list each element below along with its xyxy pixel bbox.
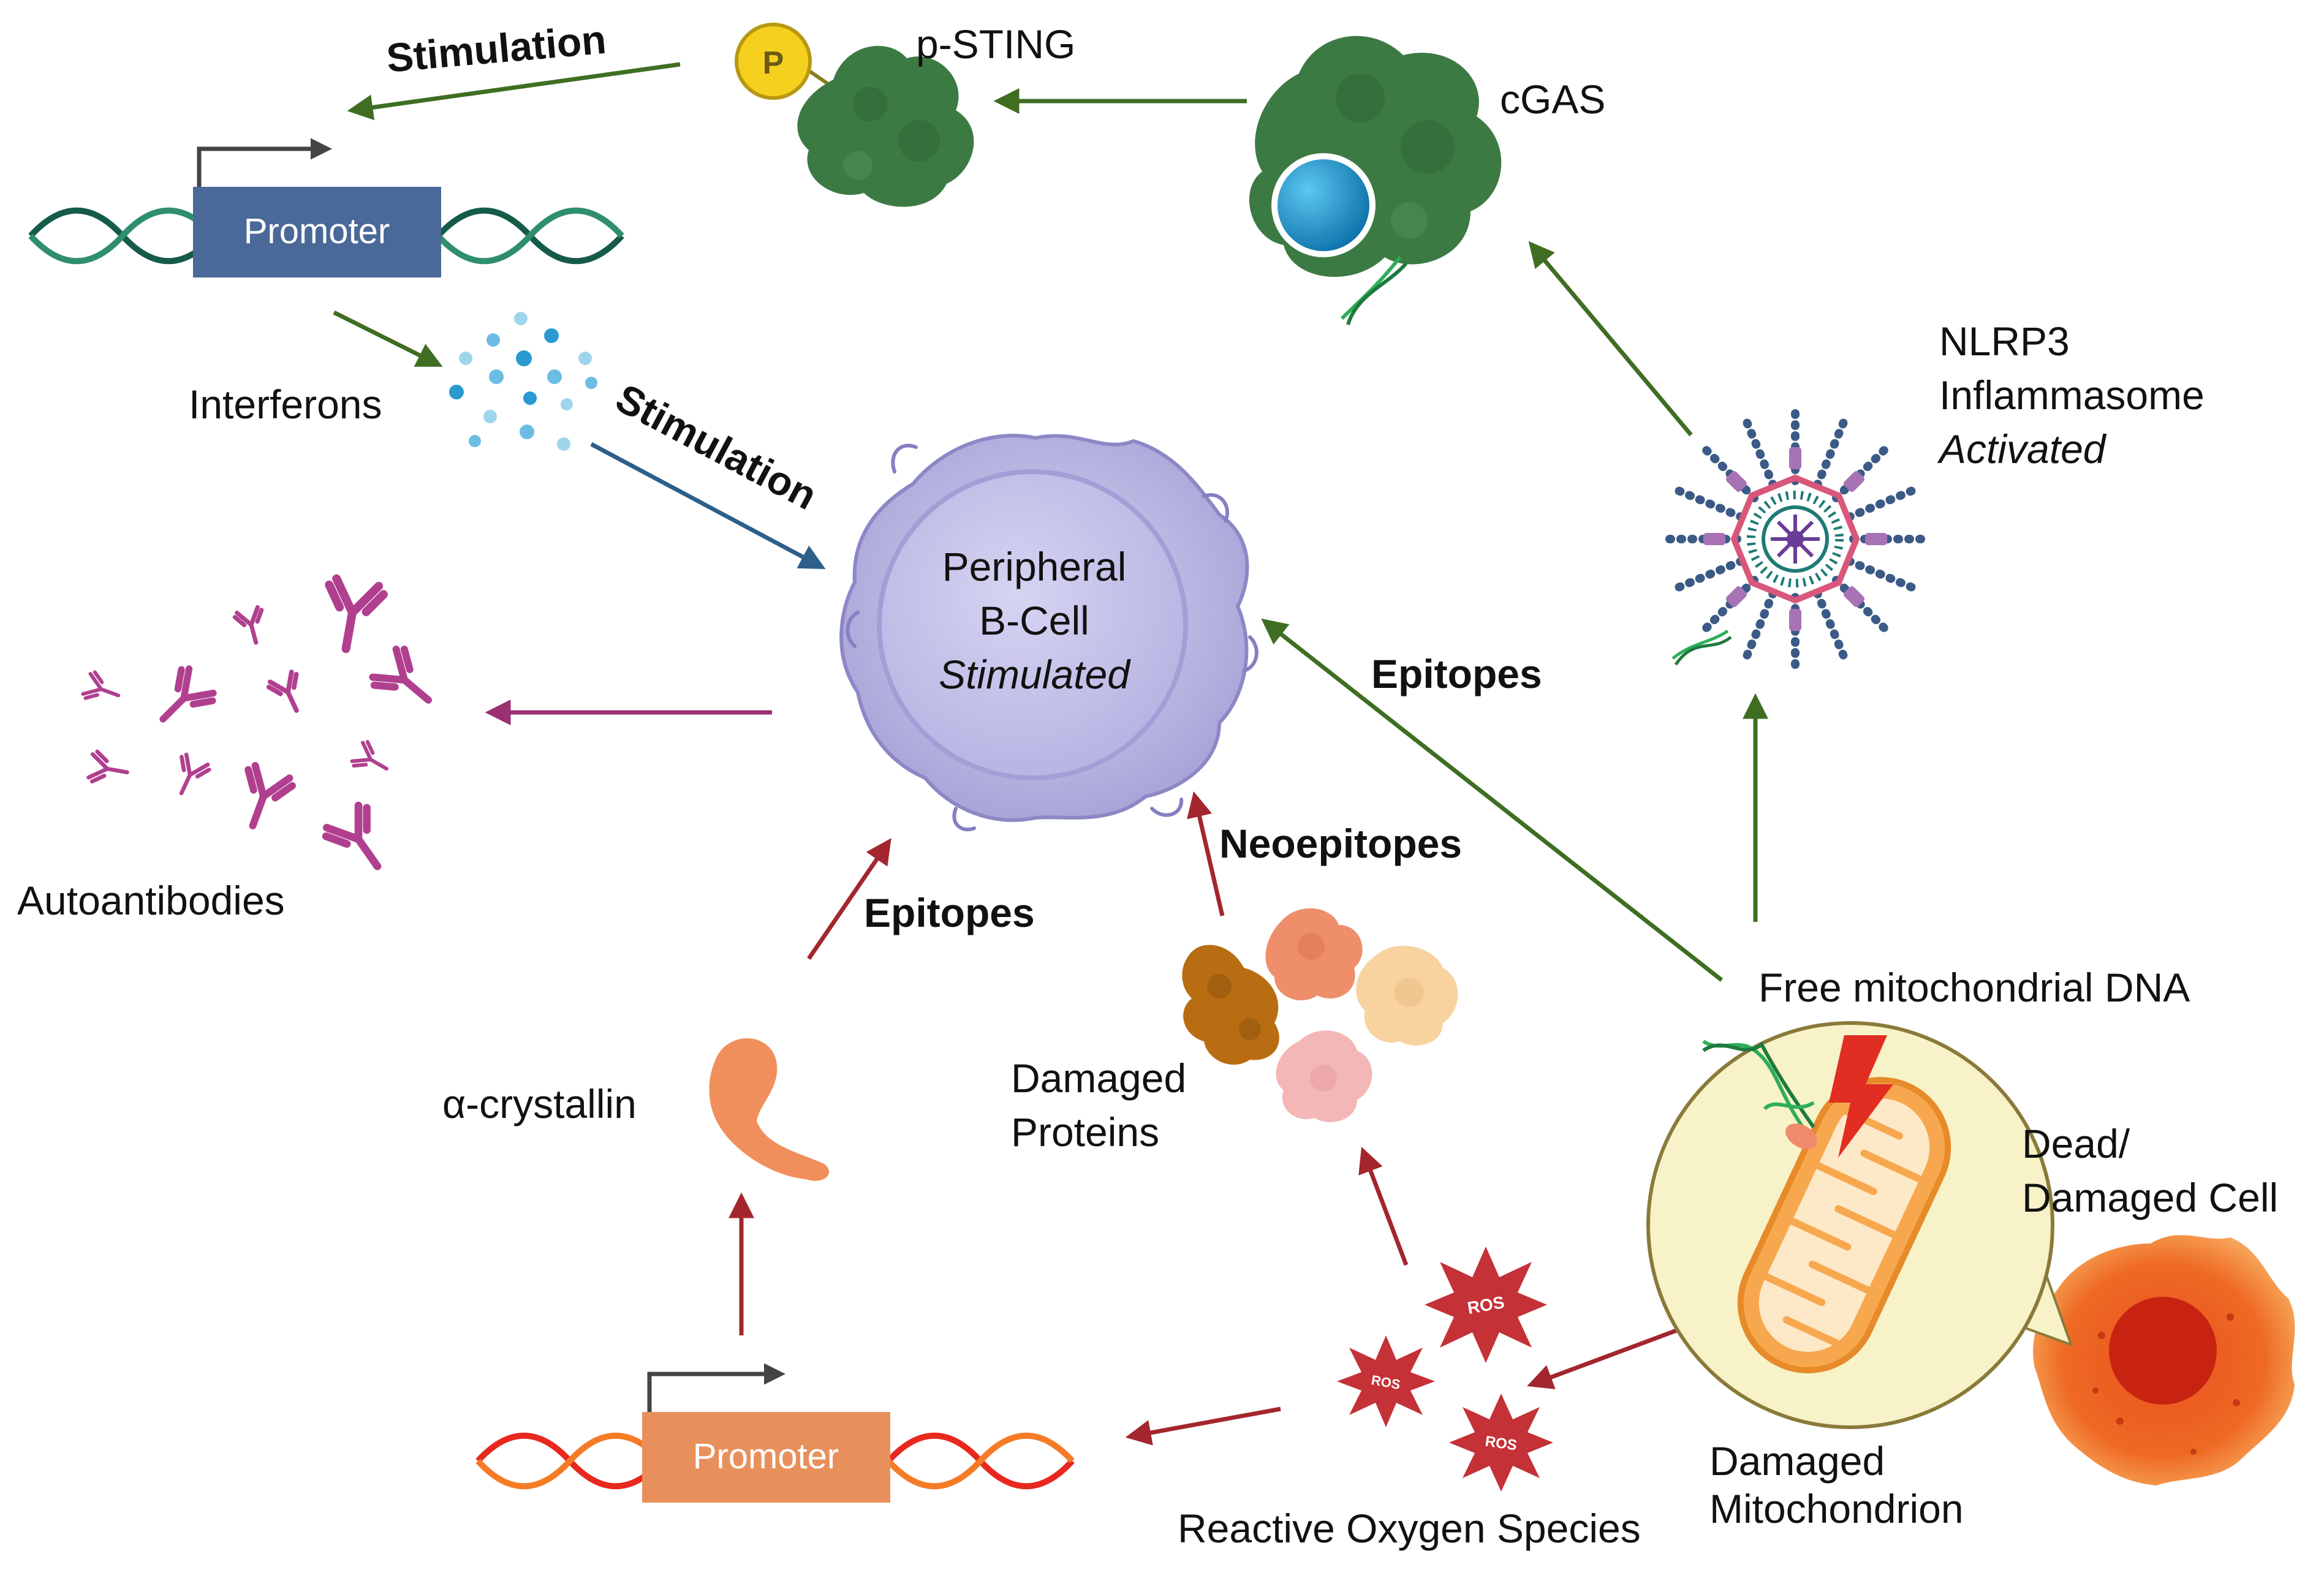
- damaged-mito-label-line1: Damaged: [1709, 1438, 1885, 1484]
- phosphate-icon: [735, 23, 812, 100]
- mitochondrion-zoom: [1646, 1021, 2054, 1429]
- lightning-bolt-icon: [1829, 1035, 1893, 1158]
- nlrp3-label-line2: Inflammasome: [1939, 372, 2205, 418]
- arrow-promoter-to-interferons: [333, 310, 443, 367]
- epitopes-label-right: Epitopes: [1371, 651, 1542, 696]
- damaged-proteins-label-line1: Damaged: [1011, 1055, 1186, 1101]
- p-sting-label: p-STING: [916, 21, 1075, 67]
- interferon-dots: [449, 312, 597, 451]
- dead-cell: [2033, 1235, 2295, 1485]
- promoter-box-top: [193, 187, 441, 277]
- epitopes-label-left: Epitopes: [864, 890, 1035, 935]
- damaged-proteins-label-line2: Proteins: [1011, 1109, 1159, 1155]
- cgas-label: cGAS: [1500, 77, 1605, 122]
- autoantibodies-cluster: [81, 574, 433, 870]
- transcription-start-arrow-bottom: [647, 1363, 785, 1412]
- bcell-label-line1: Peripheral: [942, 544, 1127, 589]
- reactive-oxygen-species-label: Reactive Oxygen Species: [1178, 1506, 1641, 1551]
- dna-helix-bottom: [475, 1432, 1075, 1490]
- stimulation-label-mid: Stimulation: [608, 375, 824, 518]
- arrow-ros-to-promoter: [1125, 1406, 1281, 1446]
- promoter-label-top: Promoter: [244, 211, 390, 251]
- ros-burst-2: ROS: [1337, 1335, 1435, 1427]
- ros-cluster: ROS ROS ROS: [1337, 1247, 1553, 1492]
- arrow-interferons-to-bcell: [590, 442, 826, 569]
- arrow-ros-to-proteins: [1358, 1147, 1409, 1266]
- alpha-crystallin-protein: [709, 1038, 830, 1181]
- arrow-mtdna-to-bcell: [1261, 618, 1724, 982]
- arrow-nlrp3-to-cgas: [1528, 241, 1693, 437]
- transcription-start-arrow-top: [197, 138, 332, 187]
- interferons-label: Interferons: [189, 382, 382, 427]
- bottom-dna-promoter: Promoter: [475, 1363, 1075, 1503]
- p-sting-protein: P: [735, 23, 974, 207]
- neoepitopes-label: Neoepitopes: [1219, 821, 1462, 866]
- nlrp3-label-line3: Activated: [1937, 426, 2107, 472]
- b-cell-nucleus: [877, 469, 1188, 780]
- arrow-crystallin-to-bcell: [807, 838, 891, 960]
- arrow-proteins-to-bcell: [1187, 791, 1225, 916]
- ros-burst-3: ROS: [1449, 1394, 1553, 1492]
- stimulation-label-top: Stimulation: [385, 17, 608, 81]
- dna-helix-top: [28, 207, 624, 265]
- cgas-protein: [1249, 36, 1502, 325]
- dna-fragment-icon: [1340, 256, 1408, 325]
- dead-cell-label-line2: Damaged Cell: [2022, 1175, 2278, 1220]
- dead-cell-nucleus: [2109, 1297, 2217, 1405]
- dead-cell-label-line1: Dead/: [2022, 1121, 2130, 1166]
- ros-burst-1: ROS: [1425, 1247, 1547, 1363]
- alpha-crystallin-label: α-crystallin: [442, 1081, 637, 1127]
- mtdna-strands-icon: [1702, 1040, 1815, 1134]
- nlrp3-inflammasome: [1659, 403, 1931, 675]
- cgas-ligand-icon: [1271, 153, 1376, 257]
- promoter-box-bottom: [642, 1412, 890, 1503]
- top-dna-promoter: Promoter: [28, 138, 624, 277]
- phosphate-label: P: [763, 45, 784, 81]
- nlrp3-label-line1: NLRP3: [1939, 319, 2070, 364]
- arrow-psting-to-promoter: [347, 62, 681, 121]
- autoantibodies-label: Autoantibodies: [17, 878, 285, 923]
- damaged-proteins: [1182, 908, 1458, 1122]
- b-cell: [839, 434, 1259, 832]
- bcell-label-line2: B-Cell: [979, 598, 1089, 643]
- promoter-label-bottom: Promoter: [693, 1436, 839, 1476]
- damaged-mito-label-line2: Mitochondrion: [1709, 1486, 1964, 1531]
- bcell-label-line3: Stimulated: [939, 652, 1131, 697]
- free-mtdna-label: Free mitochondrial DNA: [1758, 965, 2190, 1010]
